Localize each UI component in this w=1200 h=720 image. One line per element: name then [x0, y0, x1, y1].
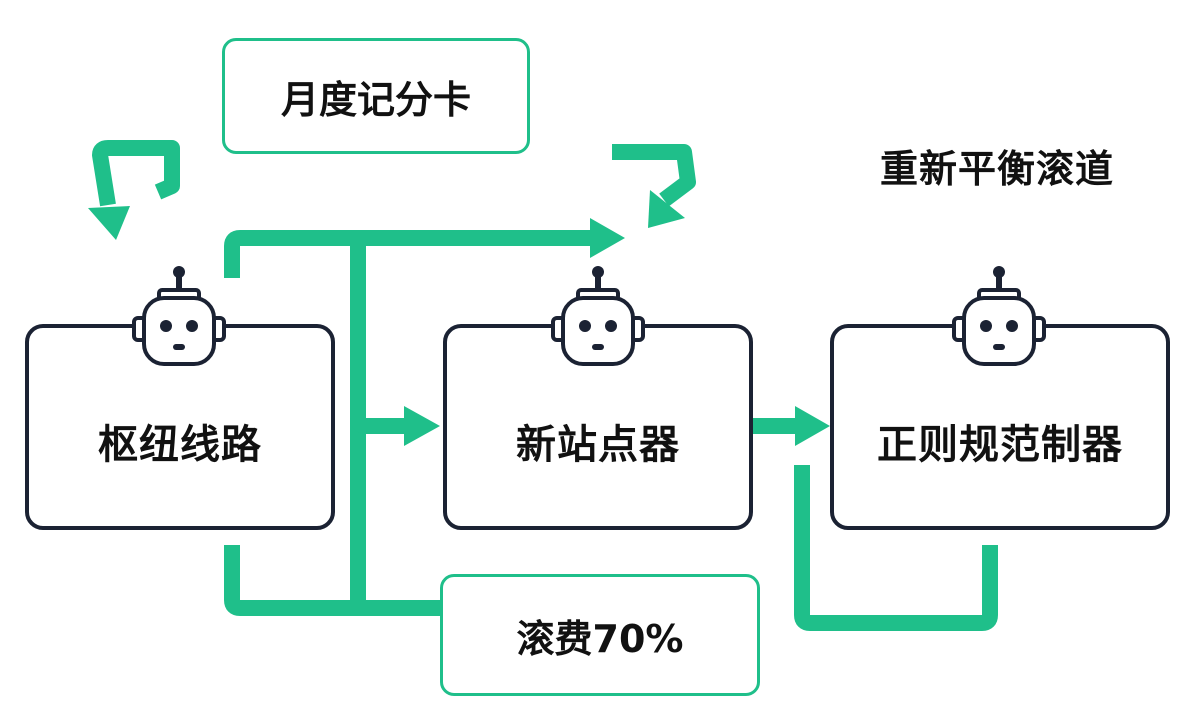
regularizer-label: 正则规范制器 — [877, 422, 1123, 468]
feedback-loop-right-stroke — [612, 144, 696, 207]
connector-hub-bottom — [224, 545, 440, 616]
new-site-box: 新站点器 — [443, 324, 753, 530]
arrowhead-top-right — [590, 218, 625, 258]
arrowhead-feedback-right — [648, 190, 685, 228]
arrowhead-to-regularizer — [795, 406, 830, 446]
connector-hub-top — [224, 230, 595, 278]
arrowhead-feedback-left — [88, 206, 130, 240]
robot-icon — [952, 266, 1046, 366]
robot-icon — [132, 266, 226, 366]
monthly-scorecard-note: 月度记分卡 — [222, 38, 530, 154]
new-site-label: 新站点器 — [516, 422, 680, 468]
connector-regularizer-loop — [794, 465, 998, 631]
feedback-loop-left-stroke — [92, 140, 180, 207]
hub-route-label: 枢纽线路 — [98, 422, 262, 468]
cost-70-note: 滚费70% — [440, 574, 760, 696]
connector-to-new-site — [350, 417, 408, 434]
arrowhead-to-new-site — [404, 406, 440, 446]
rebalance-channel-label: 重新平衡滚道 — [880, 147, 1115, 191]
robot-icon — [551, 266, 645, 366]
